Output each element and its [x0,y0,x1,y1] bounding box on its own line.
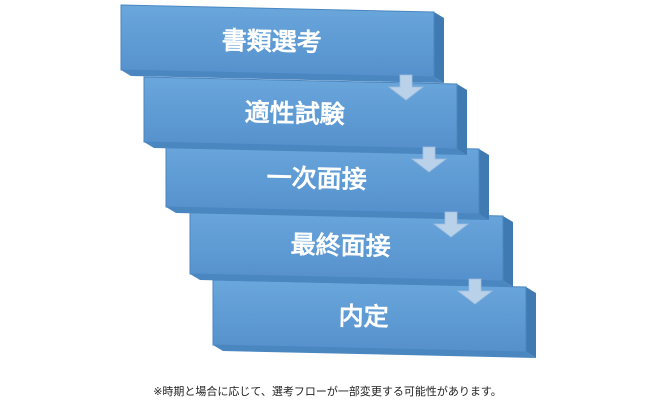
flow-step-3: 一次面接 [165,141,489,220]
flow-step-4: 最終面接 [189,208,513,287]
flow-step-side [503,216,513,287]
flow-step-bottom [166,207,489,220]
flow-step-box [120,4,435,78]
flow-step-1: 書類選考 [120,4,444,83]
flow-footnote: ※時期と場合に応じて、選考フローが一部変更する可能性があります。 [153,385,502,398]
flow-step-bottom [144,142,467,155]
flow-step-label: 適性試験 [244,98,346,129]
flow-step-side [479,149,489,220]
flow-step-bottom [121,70,444,83]
flow-step-label: 一次面接 [266,163,367,194]
flow-down-arrow-icon [456,278,494,305]
flow-step-label: 内定 [338,301,389,331]
flow-down-arrow-icon [387,74,425,101]
flow-step-2: 適性試験 [143,76,467,155]
flow-down-arrow-icon [410,146,448,173]
flow-step-side [526,287,536,358]
flow-step-side [457,84,467,155]
flow-step-bottom [190,274,513,287]
flow-down-arrow-icon [432,211,470,238]
flow-step-label: 書類選考 [221,26,322,57]
flow-step-side [434,12,444,83]
flow-step-bottom [213,345,536,358]
flow-step-label: 最終面接 [290,230,391,261]
flow-step-box [143,76,458,150]
flow-step-5: 内定 [212,279,536,358]
